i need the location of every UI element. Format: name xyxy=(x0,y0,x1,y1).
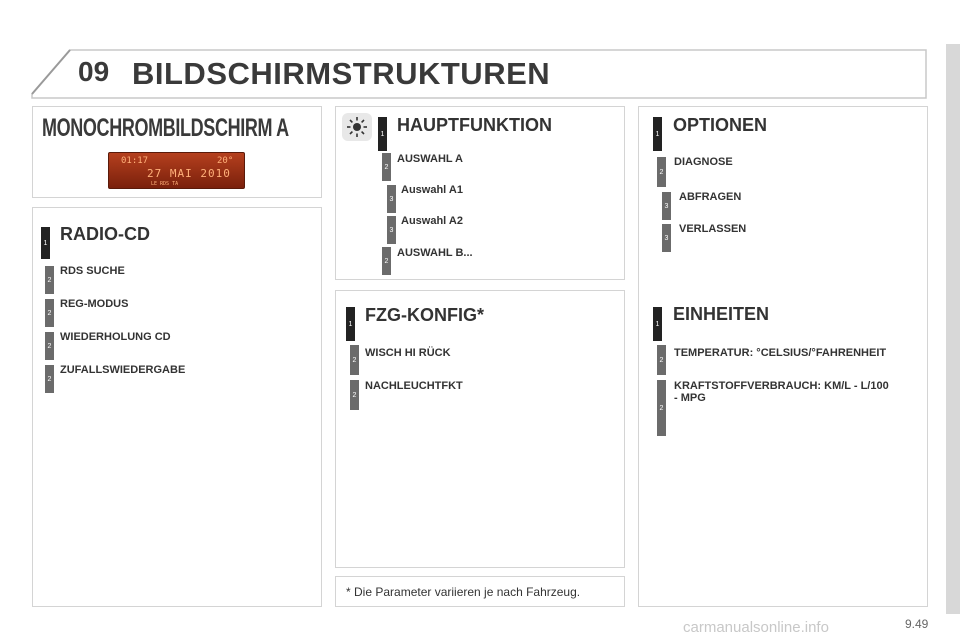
level-marker: 2 xyxy=(657,380,666,436)
lcd-small: LE RDS TA xyxy=(151,181,179,187)
menu-item: VERLASSEN xyxy=(679,223,747,235)
panel-radio xyxy=(32,207,322,607)
level-marker: 2 xyxy=(45,266,54,294)
menu-item: RDS SUCHE xyxy=(60,265,125,277)
level-marker: 3 xyxy=(662,192,671,220)
lcd-date: 27 MAI 2010 xyxy=(147,167,231,180)
level-marker: 2 xyxy=(45,332,54,360)
menu-item: DIAGNOSE xyxy=(674,156,733,168)
panel-right xyxy=(638,106,928,607)
menu-item: AUSWAHL A xyxy=(397,153,463,165)
level-marker: 2 xyxy=(350,345,359,375)
menu-item: REG-MODUS xyxy=(60,298,129,310)
optionen-title: OPTIONEN xyxy=(673,115,768,135)
level-marker: 2 xyxy=(350,380,359,410)
level-marker: 2 xyxy=(382,153,391,181)
menu-item: Auswahl A1 xyxy=(401,184,463,196)
panel-fzg xyxy=(335,290,625,568)
menu-item: NACHLEUCHTFKT xyxy=(365,380,463,392)
level-marker: 3 xyxy=(662,224,671,252)
page-number: 9.49 xyxy=(905,617,929,631)
radio-title: RADIO-CD xyxy=(60,224,150,244)
panel-footnote xyxy=(335,576,625,607)
level-marker: 1 xyxy=(653,117,662,151)
lcd-display-image: 01:17 20° 27 MAI 2010 LE RDS TA xyxy=(108,152,245,189)
level-marker: 1 xyxy=(378,117,387,151)
level-marker: 2 xyxy=(45,299,54,327)
level-marker: 2 xyxy=(45,365,54,393)
haupt-title: HAUPTFUNKTION xyxy=(397,115,552,135)
menu-item: AUSWAHL B... xyxy=(397,247,473,259)
menu-item: TEMPERATUR: °CELSIUS/°FAHRENHEIT xyxy=(674,347,887,359)
fzg-title: FZG-KONFIG* xyxy=(365,305,484,325)
header-band xyxy=(31,49,927,99)
level-marker: 1 xyxy=(346,307,355,341)
footnote: * Die Parameter variieren je nach Fahrze… xyxy=(346,585,581,599)
einheiten-title: EINHEITEN xyxy=(673,304,770,324)
page-title: BILDSCHIRMSTRUKTUREN xyxy=(132,56,551,91)
watermark: carmanualsonline.info xyxy=(683,619,829,636)
level-marker: 2 xyxy=(657,345,666,375)
level-marker: 1 xyxy=(41,227,50,259)
level-marker: 3 xyxy=(387,185,396,213)
page-side-bar xyxy=(946,44,960,614)
menu-item: WIEDERHOLUNG CD xyxy=(60,331,171,343)
menu-item: ABFRAGEN xyxy=(679,191,742,203)
level-marker: 2 xyxy=(657,157,666,187)
lcd-temp: 20° xyxy=(217,156,234,166)
level-marker: 1 xyxy=(653,307,662,341)
level-marker: 2 xyxy=(382,247,391,275)
menu-item: Auswahl A2 xyxy=(401,215,463,227)
lcd-time: 01:17 xyxy=(121,156,149,166)
chapter-number: 09 xyxy=(78,56,110,87)
menu-item: KRAFTSTOFFVERBRAUCH: KM/L - L/100 - MPG xyxy=(674,380,889,404)
sun-icon xyxy=(342,113,372,141)
mono-title: MONOCHROMBILDSCHIRM A xyxy=(42,114,289,142)
menu-item: ZUFALLSWIEDERGABE xyxy=(60,364,186,376)
level-marker: 3 xyxy=(387,216,396,244)
menu-item: WISCH HI RÜCK xyxy=(365,347,451,359)
